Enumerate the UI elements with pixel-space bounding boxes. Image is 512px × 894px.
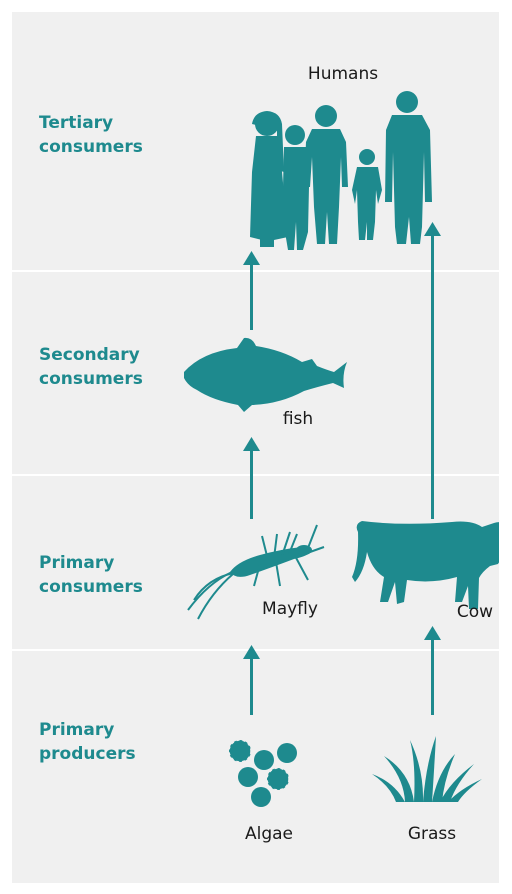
arrow-algae-to-mayfly — [243, 645, 260, 715]
organism-label-algae: Algae — [244, 824, 294, 844]
level-divider — [12, 649, 499, 651]
arrow-grass-to-cow — [424, 626, 441, 715]
humans-silhouette-icon — [250, 91, 432, 250]
organism-label-fish: fish — [282, 409, 314, 429]
mayfly-silhouette-icon — [187, 524, 325, 620]
organism-label-mayfly: Mayfly — [262, 599, 318, 619]
cow-silhouette-icon — [352, 521, 499, 609]
level-label-tertiary-consumers: Tertiary consumers — [39, 113, 143, 157]
organism-label-grass: Grass — [407, 824, 457, 844]
level-divider — [12, 474, 499, 476]
organism-label-humans: Humans — [307, 64, 379, 84]
level-label-secondary-consumers: Secondary consumers — [39, 345, 143, 389]
arrow-fish-to-humans — [243, 251, 260, 330]
arrow-mayfly-to-fish — [243, 437, 260, 519]
food-chain-diagram: Tertiary consumers Secondary consumers P… — [12, 12, 499, 883]
arrow-cow-to-humans — [424, 222, 441, 519]
organism-label-cow: Cow — [456, 602, 494, 622]
level-label-primary-consumers: Primary consumers — [39, 553, 143, 597]
algae-cells-icon — [228, 739, 297, 807]
level-label-primary-producers: Primary producers — [39, 720, 136, 764]
level-divider — [12, 270, 499, 272]
fish-silhouette-icon — [184, 337, 347, 412]
grass-tuft-icon — [372, 736, 482, 802]
diagram-artwork — [184, 91, 499, 807]
